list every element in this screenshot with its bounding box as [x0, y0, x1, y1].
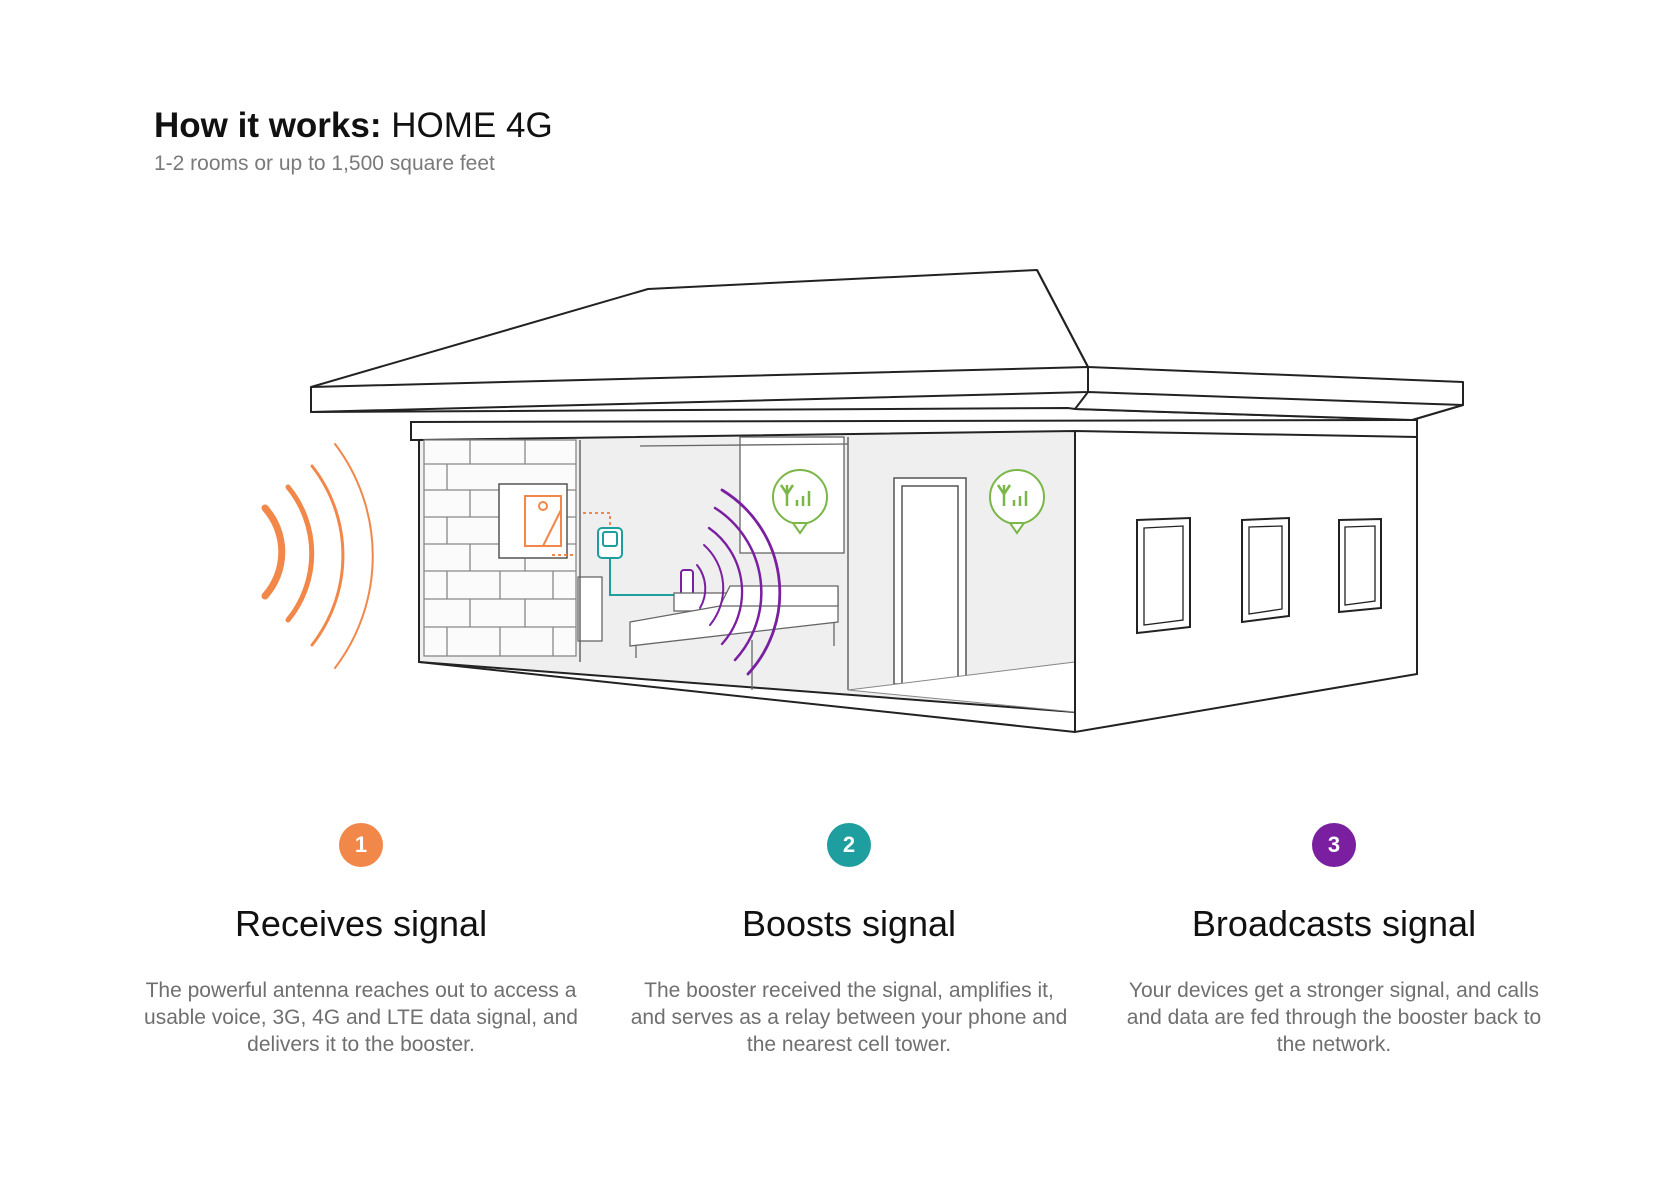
ceiling-edge [639, 443, 849, 447]
indoor-antenna-icon [680, 569, 694, 597]
title-product: HOME 4G [391, 106, 553, 145]
booster-icon [597, 527, 623, 559]
outdoor-signal-waves [261, 443, 374, 669]
step-description: The powerful antenna reaches out to acce… [144, 979, 578, 1056]
signal-bars-icon [772, 469, 828, 535]
interior-cutaway [418, 429, 1076, 714]
step-broadcasts: 3 Broadcasts signal Your devices get a s… [1114, 823, 1554, 1058]
step-title: Broadcasts signal [1191, 903, 1477, 944]
page-subtitle: 1-2 rooms or up to 1,500 square feet [154, 152, 495, 175]
step-boosts: 2 Boosts signal The booster received the… [629, 823, 1069, 1058]
title-bold: How it works: [154, 106, 382, 145]
page-header: How it works: HOME 4G 1-2 rooms or up to… [154, 104, 553, 176]
side-table [577, 576, 603, 642]
step-title: Boosts signal [741, 903, 957, 944]
indoor-broadcast-waves [696, 488, 782, 676]
step-number-badge: 1 [339, 823, 383, 867]
antenna-icon [524, 495, 562, 547]
step-description: Your devices get a stronger signal, and … [1126, 979, 1542, 1056]
step-number-badge: 3 [1312, 823, 1356, 867]
page-title: How it works: HOME 4G [154, 104, 553, 148]
antenna-cable [552, 512, 611, 556]
door [893, 477, 967, 685]
signal-bars-icon [989, 469, 1045, 535]
side-windows [1136, 516, 1382, 635]
step-receives: 1 Receives signal The powerful antenna r… [141, 823, 581, 1058]
step-description: The booster received the signal, amplifi… [630, 979, 1068, 1056]
booster-cable [609, 558, 680, 596]
step-title: Receives signal [234, 903, 488, 944]
roof [310, 269, 1464, 421]
step-number-badge: 2 [827, 823, 871, 867]
